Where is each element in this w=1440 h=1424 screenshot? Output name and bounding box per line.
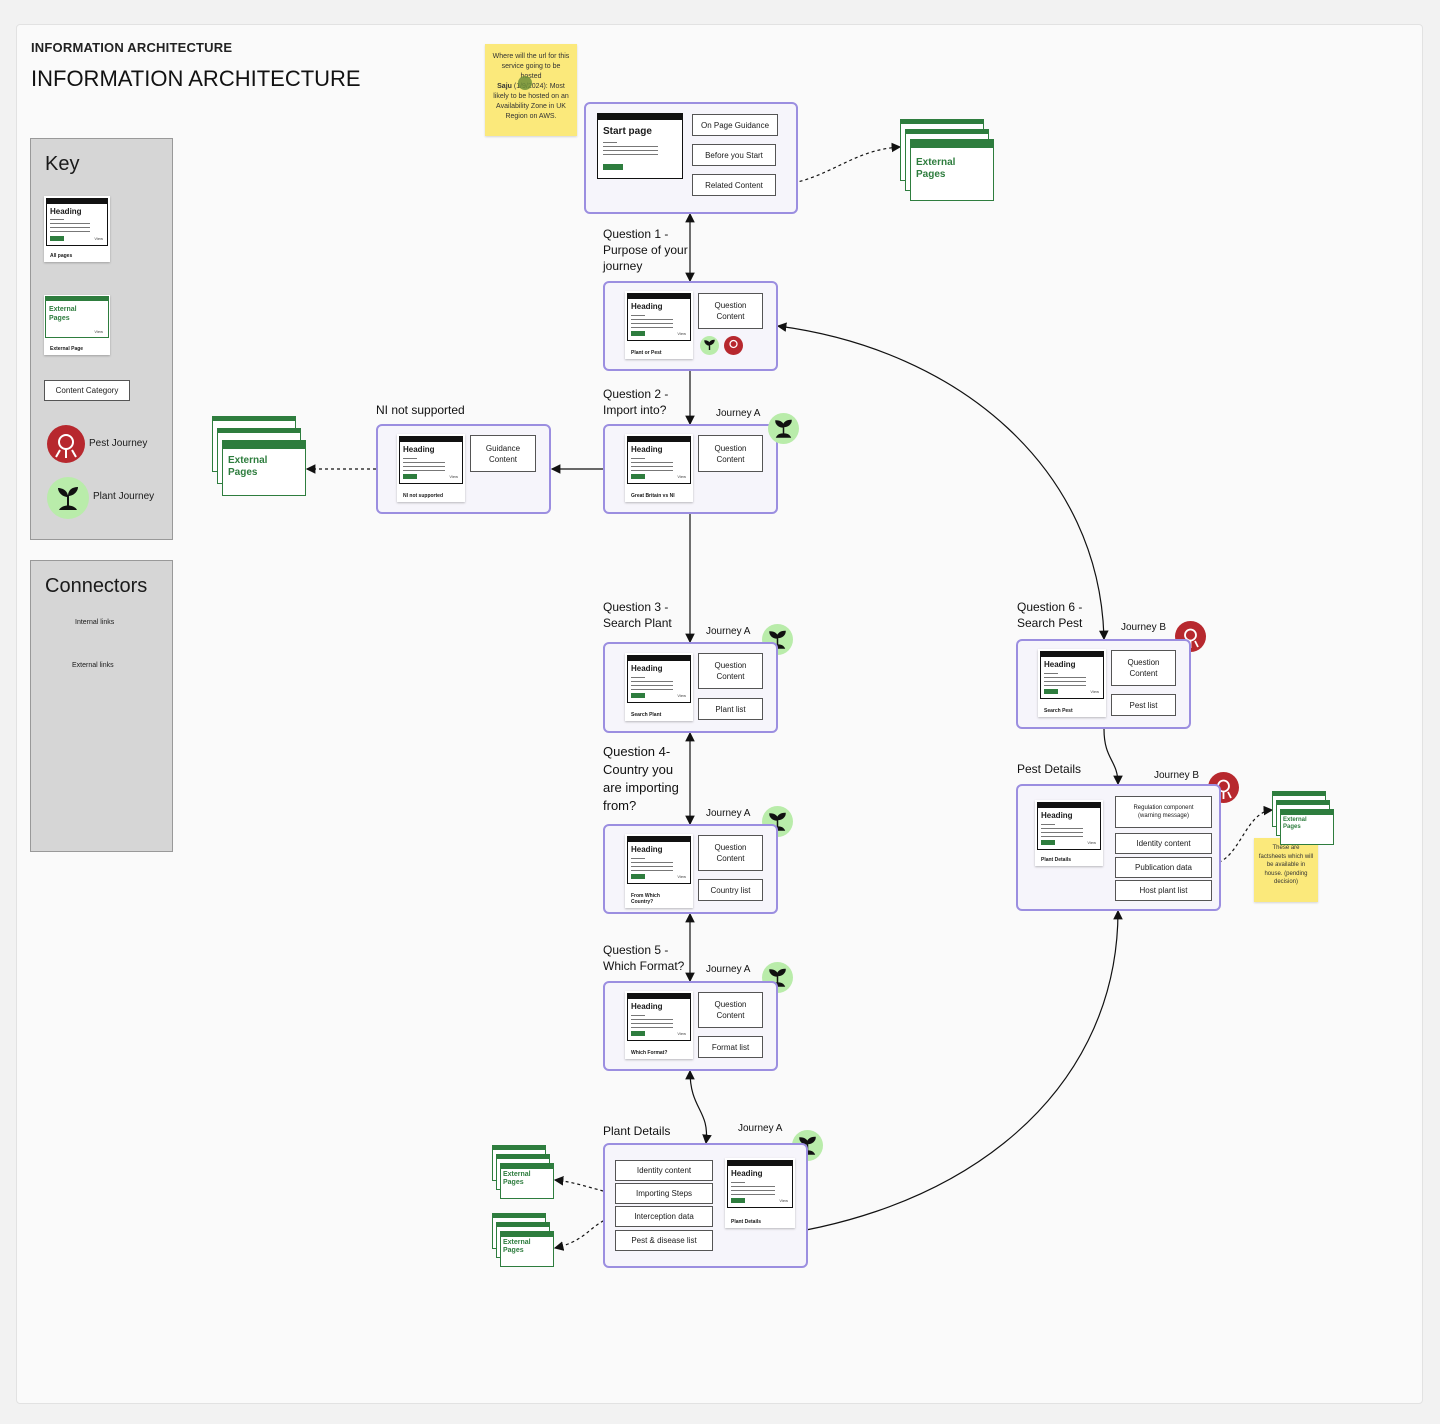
key-panel: Key Heading View All pages External Page… [30, 138, 173, 540]
key-external-card: External Pages View External Page [44, 295, 110, 355]
journey-b-label: Journey B [1121, 622, 1167, 633]
key-page-card: Heading View All pages [44, 196, 110, 262]
external-pages-stack[interactable]: External Pages [212, 416, 306, 498]
connectors-title: Connectors [45, 575, 148, 597]
key-all-pages-caption: All pages [50, 253, 73, 259]
on-page-guidance[interactable]: On Page Guidance [692, 114, 778, 136]
related-content[interactable]: Related Content [692, 174, 776, 196]
key-title: Key [45, 153, 80, 175]
sticky-author: Saju [497, 83, 512, 90]
question-1-caption: Plant or Pest [631, 350, 662, 356]
format-list[interactable]: Format list [698, 1036, 763, 1058]
question-1-content[interactable]: Question Content [698, 293, 763, 329]
link-q5-plantdetails [685, 1069, 712, 1145]
question-2-content[interactable]: Question Content [698, 435, 763, 472]
key-plant-journey-label: Plant Journey [93, 491, 155, 502]
question-3-label: Question 3 - Search Plant [603, 600, 672, 630]
interception-data[interactable]: Interception data [615, 1206, 713, 1227]
pest-journey-icon [47, 425, 85, 463]
pest-disease-list[interactable]: Pest & disease list [615, 1230, 713, 1251]
pest-icon [724, 336, 743, 355]
external-pages-stack[interactable]: External Pages [492, 1213, 554, 1267]
publication-data[interactable]: Publication data [1115, 857, 1212, 878]
small-title: INFORMATION ARCHITECTURE [31, 40, 233, 55]
question-5-content[interactable]: Question Content [698, 992, 763, 1028]
key-external-caption: External Page [50, 346, 84, 352]
plant-journey-icon [768, 413, 799, 444]
link-q6-pestdetails [1103, 728, 1123, 786]
key-card-heading: Heading [50, 207, 82, 216]
plant-journey-icon [47, 477, 89, 519]
question-5-label: Question 5 - Which Format? [603, 943, 685, 973]
plant-icon [700, 336, 719, 355]
external-pages-stack[interactable]: External Pages [492, 1145, 554, 1199]
external-pages-stack[interactable]: External Pages [900, 119, 994, 201]
sticky-note-factsheets[interactable]: These are factsheets which will be avail… [1254, 838, 1318, 902]
question-3-content[interactable]: Question Content [698, 653, 763, 689]
question-6-label: Question 6 - Search Pest [1017, 600, 1083, 630]
external-links-label: External links [72, 662, 114, 669]
external-pages-label: External Pages [916, 157, 956, 180]
before-you-start[interactable]: Before you Start [692, 144, 776, 166]
pest-details-label: Pest Details [1017, 762, 1082, 776]
plant-details-label: Plant Details [603, 1124, 671, 1138]
question-4-content[interactable]: Question Content [698, 835, 763, 871]
link-q1-q6 [776, 322, 1109, 641]
regulation-component[interactable]: Regulation component (warning message) [1115, 796, 1212, 828]
question-4-label: Question 4- Country you are importing fr… [603, 744, 679, 813]
page-title: INFORMATION ARCHITECTURE [31, 66, 361, 91]
host-plant-list[interactable]: Host plant list [1115, 880, 1212, 901]
view-icon: View [94, 236, 103, 241]
pest-list[interactable]: Pest list [1111, 694, 1176, 716]
key-external-label: External Pages [49, 306, 77, 322]
ni-not-supported-label: NI not supported [376, 403, 465, 417]
plant-identity-content[interactable]: Identity content [615, 1160, 713, 1181]
pest-identity-content[interactable]: Identity content [1115, 833, 1212, 854]
internal-links-label: Internal links [75, 619, 115, 626]
guidance-content[interactable]: Guidance Content [470, 435, 536, 472]
ext-link-related-content [775, 142, 902, 187]
key-pest-journey-label: Pest Journey [89, 438, 148, 449]
country-list[interactable]: Country list [698, 879, 763, 901]
sticky-question: Where will the url for this service goin… [492, 53, 570, 80]
question-1-label: Question 1 - Purpose of your journey [603, 227, 688, 273]
external-pages-stack[interactable]: External Pages [1272, 791, 1334, 845]
key-content-category: Content Category [44, 380, 130, 401]
comment-marker-icon[interactable] [518, 76, 532, 90]
importing-steps[interactable]: Importing Steps [615, 1183, 713, 1204]
sticky-answer: (1/9/2024): Most likely to be hosted on … [493, 83, 569, 120]
question-2-caption: Great Britain vs NI [631, 493, 675, 499]
start-page-title: Start page [603, 126, 652, 137]
ni-caption: NI not supported [403, 493, 443, 499]
question-2-label: Question 2 - Import into? [603, 387, 669, 417]
journey-a-label: Journey A [716, 408, 761, 419]
connectors-panel: Connectors Internal links External links [30, 560, 173, 852]
plant-list[interactable]: Plant list [698, 698, 763, 720]
link-plantdetails-pestdetails [712, 909, 1123, 1242]
question-6-content[interactable]: Question Content [1111, 650, 1176, 686]
start-page-card[interactable]: Start page [597, 113, 683, 179]
sticky-note-hosting[interactable]: Where will the url for this service goin… [485, 44, 577, 136]
